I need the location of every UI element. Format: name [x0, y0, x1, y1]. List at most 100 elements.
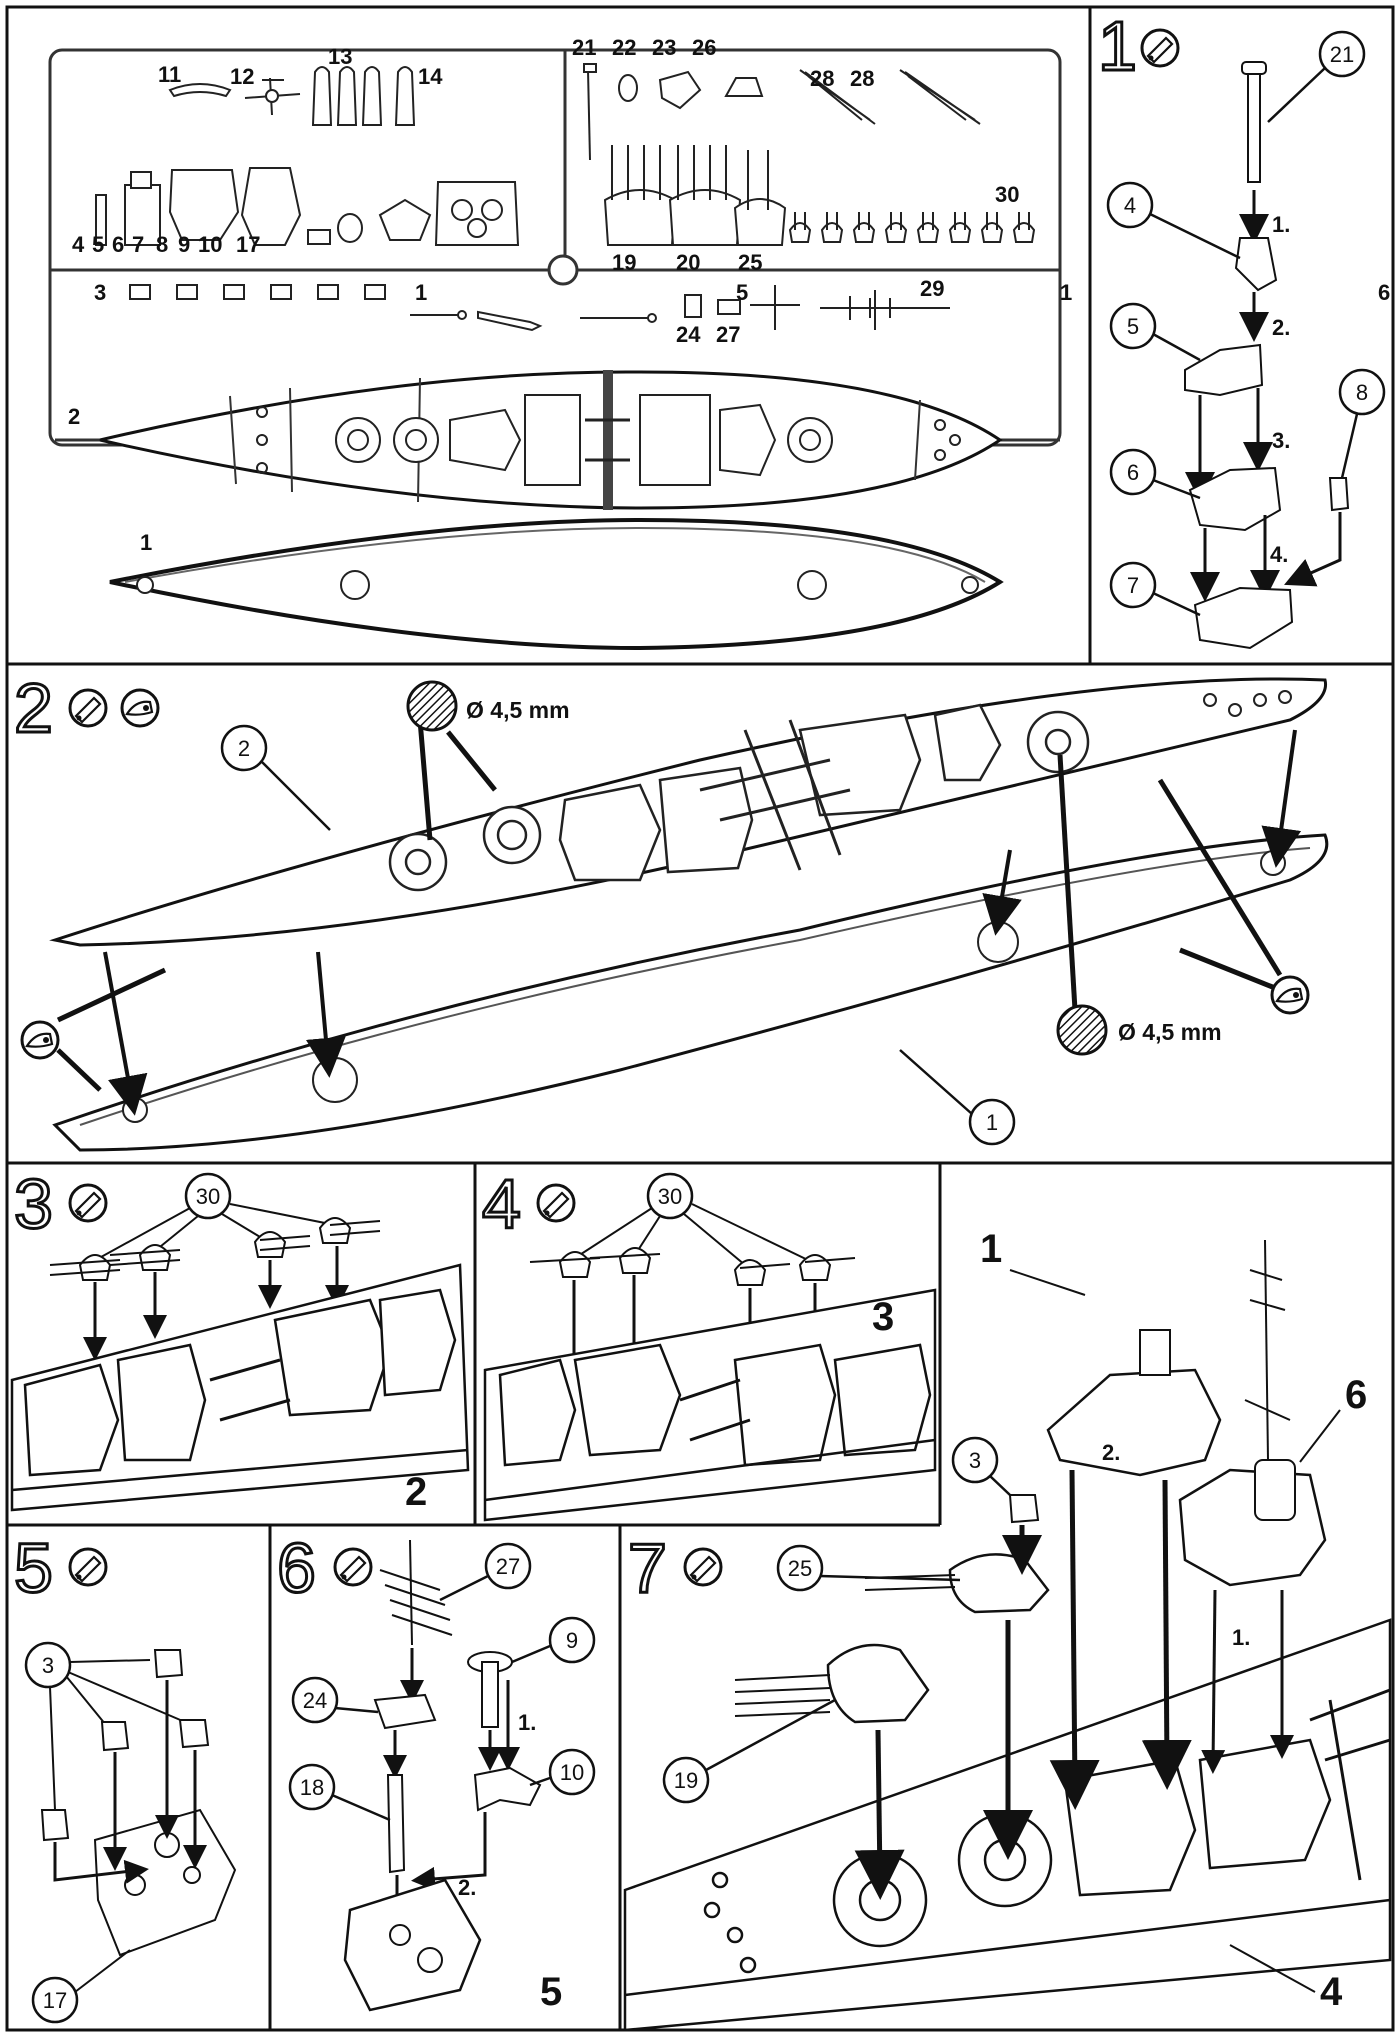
step-6-number: 6: [277, 1529, 316, 1607]
step7-order-1: 1.: [1232, 1625, 1250, 1650]
step-2-number: 2: [14, 669, 53, 747]
step4-label-target: 3: [872, 1295, 894, 1339]
glue-icon: [1140, 28, 1180, 68]
step1-part-4: [1234, 237, 1278, 292]
step5-label-17: 17: [43, 1988, 67, 2013]
sprue-label-27: 27: [716, 322, 740, 347]
glue-icon: [68, 1183, 108, 1223]
step1-part-21: [1241, 61, 1267, 183]
step1-label-8: 8: [1356, 380, 1368, 405]
sprue-label-3: 3: [94, 280, 106, 305]
step6-label-10: 10: [560, 1760, 584, 1785]
step-7-number: 7: [628, 1529, 667, 1607]
step7-funnel: [1139, 1329, 1171, 1376]
step2-label-1: 1: [986, 1110, 998, 1135]
sprue-hull-part: [109, 517, 1004, 651]
step7-label-25: 25: [788, 1556, 812, 1581]
step7-leader-6: [1299, 1409, 1341, 1463]
step1-part-6: [1188, 466, 1282, 532]
step3-arrows: [83, 1246, 349, 1361]
sprue-label-26: 26: [692, 35, 716, 60]
step5-callout-17: [31, 1976, 79, 2024]
step6-label-9: 9: [566, 1628, 578, 1653]
sprue-part-labels: 11 12 13 14 21 22 23 26 28 28 30 4 5 6 7…: [68, 35, 1072, 555]
step-5-panel: 5 3 17: [13, 1528, 237, 2024]
sprue-label-23: 23: [652, 35, 676, 60]
step6-label-18: 18: [300, 1775, 324, 1800]
step-7-panel: 7: [623, 1227, 1392, 2032]
step6-label-target: 5: [540, 1970, 562, 2014]
step1-order-labels: 1. 2. 3. 4.: [1270, 212, 1290, 567]
step1-callout-labels: 21 4 5 8 6 7: [1124, 42, 1368, 598]
step1-label-21: 21: [1330, 42, 1354, 67]
step7-leader-1: [1009, 1269, 1086, 1296]
step2-drill-callouts: [20, 680, 1310, 1060]
sprue-label-21: 21: [572, 35, 596, 60]
step2-label-2: 2: [238, 736, 250, 761]
step7-bridge-1: [1046, 1368, 1222, 1477]
step1-order-2: 2.: [1272, 315, 1290, 340]
step1-part-5: [1184, 343, 1264, 397]
step6-part-5: [343, 1878, 482, 2012]
sprue-label-19: 19: [612, 250, 636, 275]
step1-part-7: [1193, 586, 1294, 650]
step3-label-target: 2: [405, 1470, 427, 1514]
step7-mast-6: [1244, 1239, 1291, 1461]
sprue-label-22: 22: [612, 35, 636, 60]
step1-label-4: 4: [1124, 193, 1136, 218]
step6-part-10: [473, 1766, 542, 1812]
sprue-label-11: 11: [158, 62, 181, 87]
sprue-label-28b: 28: [850, 66, 874, 91]
step6-label-24: 24: [303, 1688, 327, 1713]
step1-edge-label: 6: [1378, 280, 1390, 305]
sprue-label-12: 12: [230, 64, 254, 89]
step6-order-2: 2.: [458, 1875, 476, 1900]
step3-callout-30: [184, 1172, 232, 1220]
step7-tower-6: [1178, 1468, 1327, 1587]
step-5-number: 5: [14, 1529, 53, 1607]
step-4-number: 4: [482, 1165, 521, 1243]
sprue-label-7: 7: [132, 232, 144, 257]
step7-label-19: 19: [674, 1768, 698, 1793]
cut-icon: [1270, 975, 1310, 1015]
step3-deck: [10, 1263, 470, 1512]
step3-turrets: [49, 1217, 381, 1281]
sprue-middle-parts: [95, 145, 787, 246]
step2-drill-note-top: Ø 4,5 mm: [466, 697, 570, 723]
step2-deck: [49, 677, 1328, 947]
step5-label-3: 3: [42, 1653, 54, 1678]
step1-callouts: [1106, 30, 1386, 617]
step5-callout-3: [24, 1641, 72, 1689]
step5-arrows: [53, 1680, 207, 1884]
step-1-number: 1: [1098, 7, 1137, 85]
step7-callout-labels: 3 25 19: [674, 1448, 981, 1793]
step1-order-4: 4.: [1270, 542, 1288, 567]
cut-icon: [20, 1020, 60, 1060]
sprue-label-6: 6: [112, 232, 124, 257]
step-3-panel: 3 30 2: [10, 1164, 470, 1514]
glue-icon: [68, 688, 108, 728]
sprue-label-29: 29: [920, 276, 944, 301]
step1-order-1: 1.: [1272, 212, 1290, 237]
glue-icon: [536, 1183, 576, 1223]
step7-callouts: [662, 1436, 1011, 1804]
step4-turrets: [529, 1247, 856, 1286]
step6-label-27: 27: [496, 1554, 520, 1579]
sprue-label-28a: 28: [810, 66, 834, 91]
step1-order-3: 3.: [1272, 428, 1290, 453]
sprue-label-17: 17: [236, 232, 260, 257]
step6-part-27: [379, 1539, 453, 1646]
step7-label-6: 6: [1345, 1373, 1367, 1417]
step-1-panel: 1 21: [1097, 6, 1390, 650]
step3-label-30: 30: [196, 1184, 220, 1209]
sprue-label-1a: 1: [415, 280, 427, 305]
sprue-label-13: 13: [328, 44, 352, 69]
step1-label-7: 7: [1127, 573, 1139, 598]
step-4-panel: 4 30 3: [481, 1164, 937, 1522]
step7-label-4: 4: [1320, 1970, 1343, 2014]
step7-funnel-6: [1254, 1459, 1296, 1521]
step5-parts: [40, 1649, 237, 1957]
step2-arrows: [56, 719, 1302, 1116]
sprue-label-30: 30: [995, 182, 1019, 207]
sprue-turret-row: [788, 212, 1036, 243]
